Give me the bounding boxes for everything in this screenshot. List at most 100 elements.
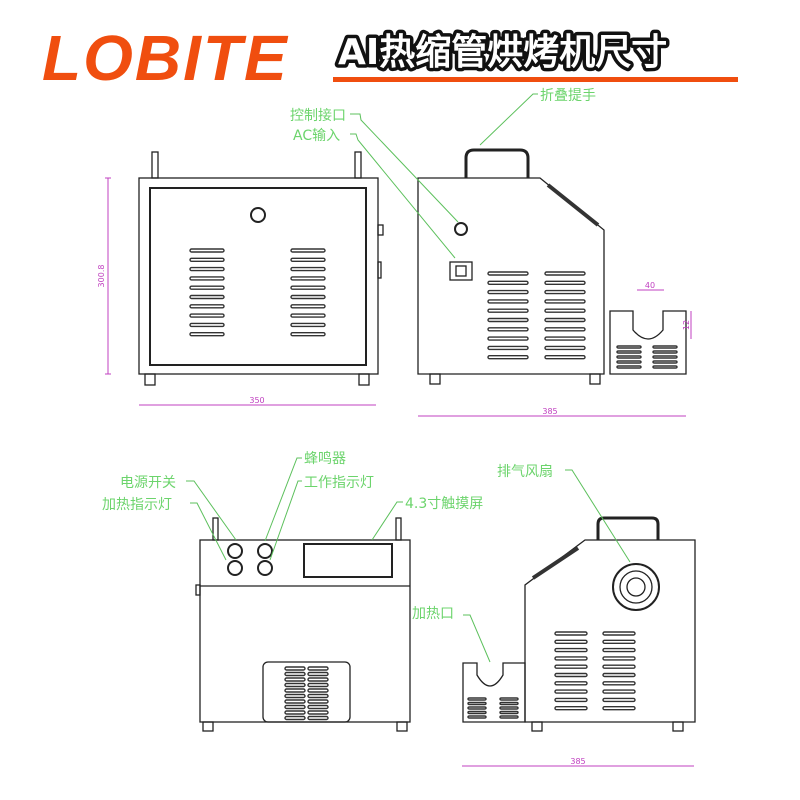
side-dimensions: 385 40 12	[418, 281, 692, 417]
folding-handle	[464, 148, 530, 178]
rear-side-view	[462, 516, 696, 732]
vent-slot	[284, 677, 306, 682]
control-port	[454, 222, 468, 236]
fan-hub	[626, 577, 646, 597]
front-view	[138, 151, 384, 386]
vent-slot	[284, 704, 306, 710]
vent-slot	[544, 336, 586, 341]
vent-slot	[602, 706, 636, 711]
leader-lines	[186, 93, 631, 663]
lock-icon	[250, 207, 266, 223]
vent-slots	[189, 248, 326, 337]
vent-slot	[290, 313, 326, 318]
vent-slot	[290, 322, 326, 328]
vent-slot	[554, 706, 588, 711]
vent-slot	[602, 689, 636, 694]
vent-slot	[284, 693, 306, 699]
vent-slot	[307, 682, 329, 688]
vent-slot	[467, 710, 487, 715]
vent-slot	[467, 715, 487, 719]
vent-slot	[652, 355, 678, 359]
vent-slot	[554, 631, 588, 636]
vent-slot	[616, 355, 642, 359]
vent-slot	[616, 350, 642, 354]
vent-slot	[307, 710, 329, 715]
vent-slot	[189, 332, 225, 337]
label-heating-indicator: 加热指示灯	[102, 497, 172, 513]
vent-slot	[467, 697, 487, 701]
vent-slot	[554, 681, 588, 686]
vent-slot	[602, 656, 636, 661]
vent-slot	[499, 715, 519, 719]
buzzer	[257, 543, 273, 559]
vent-slot	[290, 332, 326, 337]
vent-slot	[616, 365, 642, 369]
vent-slot	[554, 672, 588, 678]
vent-slot	[602, 681, 636, 686]
heating-indicator-light	[227, 560, 243, 576]
vent-slots	[284, 666, 329, 721]
label-touchscreen: 4.3寸触摸屏	[405, 496, 483, 512]
label-work-indicator: 工作指示灯	[304, 475, 374, 491]
vent-slot	[554, 639, 588, 644]
vent-slot	[499, 701, 519, 706]
handle-post-left	[151, 151, 159, 179]
vent-slot	[307, 671, 329, 677]
vent-slot	[602, 664, 636, 669]
top-control-panel	[546, 183, 600, 227]
foot	[202, 721, 214, 732]
vent-slot	[307, 666, 329, 671]
vent-slot	[290, 266, 326, 272]
exhaust-fan	[612, 563, 660, 611]
ac-input-socket	[449, 261, 473, 281]
handle-post-right	[354, 151, 362, 179]
vent-slot	[307, 693, 329, 699]
vent-slot	[487, 345, 529, 351]
vent-slot	[652, 345, 678, 349]
vent-slot	[284, 666, 306, 671]
vent-slots	[487, 271, 678, 369]
vent-slot	[290, 257, 326, 262]
vent-slot	[602, 647, 636, 653]
vent-slot	[544, 280, 586, 285]
vent-slot	[652, 350, 678, 354]
foot	[358, 373, 370, 386]
vent-slot	[544, 317, 586, 323]
vent-slot	[307, 677, 329, 682]
title-underline	[333, 77, 738, 82]
top-control-panel	[531, 546, 580, 580]
foot	[396, 721, 408, 732]
dimension-length: 385	[542, 407, 557, 416]
vent-slot	[602, 672, 636, 678]
vent-slot	[284, 699, 306, 704]
vent-slot	[284, 682, 306, 688]
side-knob	[195, 584, 201, 596]
side-body	[417, 177, 605, 375]
vent-slot	[487, 299, 529, 304]
vent-slot	[499, 706, 519, 710]
vent-slot	[544, 289, 586, 295]
callout-labels: 折叠提手 控制接口 AC输入 电源开关 加热指示灯 蜂鸣器 工作指示灯 4.3寸…	[102, 88, 596, 622]
vent-slot	[602, 631, 636, 636]
vent-slot	[284, 688, 306, 693]
dimension-width: 350	[249, 396, 264, 405]
foot	[589, 373, 601, 385]
foot	[531, 721, 543, 732]
vent-slot	[467, 701, 487, 706]
vent-slot	[189, 276, 225, 281]
vent-slot	[487, 317, 529, 323]
rear-vent-panel	[262, 661, 351, 723]
rear-dimensions: 385	[462, 757, 694, 767]
vent-slot	[652, 365, 678, 369]
vent-slot	[467, 706, 487, 710]
foot	[672, 721, 684, 732]
socket-pins	[455, 265, 467, 277]
vent-slot	[189, 304, 225, 309]
vent-slot	[189, 266, 225, 272]
vent-slot	[290, 248, 326, 253]
handle	[596, 516, 660, 540]
handle-post-right	[395, 517, 402, 541]
foot	[144, 373, 156, 386]
